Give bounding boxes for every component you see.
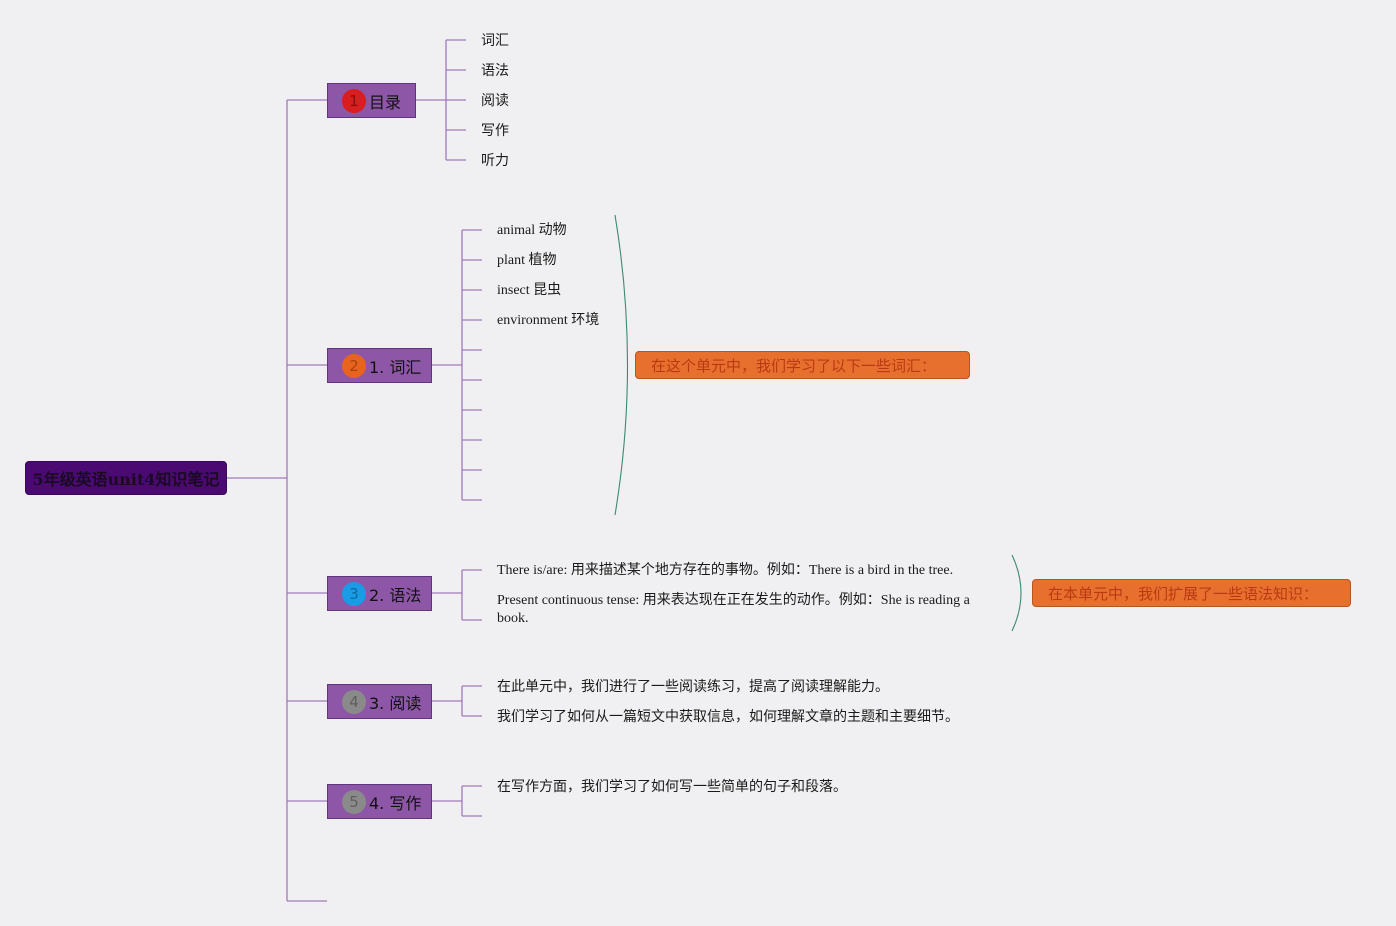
root-node[interactable]: 5年级英语unit4知识笔记 — [25, 461, 227, 495]
vocab-item-plant[interactable]: plant 植物 — [497, 253, 557, 268]
topic-label: 4. 写作 — [369, 793, 422, 813]
priority-5-icon: 5 — [342, 789, 366, 814]
topic-writing[interactable]: 5 4. 写作 — [327, 784, 432, 819]
writing-item-sentences[interactable]: 在写作方面，我们学习了如何写一些简单的句子和段落。 — [497, 779, 847, 795]
topic-grammar[interactable]: 3 2. 语法 — [327, 576, 432, 611]
vocab-item-insect[interactable]: insect 昆虫 — [497, 283, 562, 298]
root-label: 5年级英语unit4知识笔记 — [32, 470, 220, 489]
grammar-summary-bracket — [1011, 554, 1022, 632]
vocab-item-animal[interactable]: animal 动物 — [497, 223, 567, 238]
grammar-item-present-continuous[interactable]: Present continuous tense: 用来表达现在正在发生的动作。… — [497, 593, 970, 626]
priority-1-icon: 1 — [342, 88, 366, 113]
topic-catalog[interactable]: 1 目录 — [327, 83, 416, 118]
summary-label: 在这个单元中，我们学习了以下一些词汇： — [651, 356, 937, 375]
priority-3-icon: 3 — [342, 581, 366, 606]
topic-label: 3. 阅读 — [369, 693, 422, 713]
subtopic-grammar[interactable]: 语法 — [481, 63, 509, 79]
vocab-summary[interactable]: 在这个单元中，我们学习了以下一些词汇： — [635, 351, 970, 379]
topic-reading[interactable]: 4 3. 阅读 — [327, 684, 432, 719]
reading-item-practice[interactable]: 在此单元中，我们进行了一些阅读练习，提高了阅读理解能力。 — [497, 679, 889, 695]
subtopic-listening[interactable]: 听力 — [481, 153, 509, 169]
topic-vocabulary[interactable]: 2 1. 词汇 — [327, 348, 432, 383]
subtopic-reading[interactable]: 阅读 — [481, 93, 509, 109]
topic-label: 1. 词汇 — [369, 357, 422, 377]
priority-2-icon: 2 — [342, 353, 366, 378]
summary-label: 在本单元中，我们扩展了一些语法知识： — [1048, 584, 1319, 603]
grammar-item-there-is[interactable]: There is/are: 用来描述某个地方存在的事物。例如：There is … — [497, 563, 954, 578]
topic-label: 2. 语法 — [369, 585, 422, 605]
grammar-summary[interactable]: 在本单元中，我们扩展了一些语法知识： — [1032, 579, 1351, 607]
reading-item-skills[interactable]: 我们学习了如何从一篇短文中获取信息，如何理解文章的主题和主要细节。 — [497, 709, 959, 725]
subtopic-vocabulary[interactable]: 词汇 — [481, 33, 509, 49]
topic-label: 目录 — [369, 92, 402, 112]
subtopic-writing[interactable]: 写作 — [481, 123, 509, 139]
vocab-item-environment[interactable]: environment 环境 — [497, 313, 600, 328]
vocab-summary-bracket — [614, 214, 629, 516]
priority-4-icon: 4 — [342, 689, 366, 714]
